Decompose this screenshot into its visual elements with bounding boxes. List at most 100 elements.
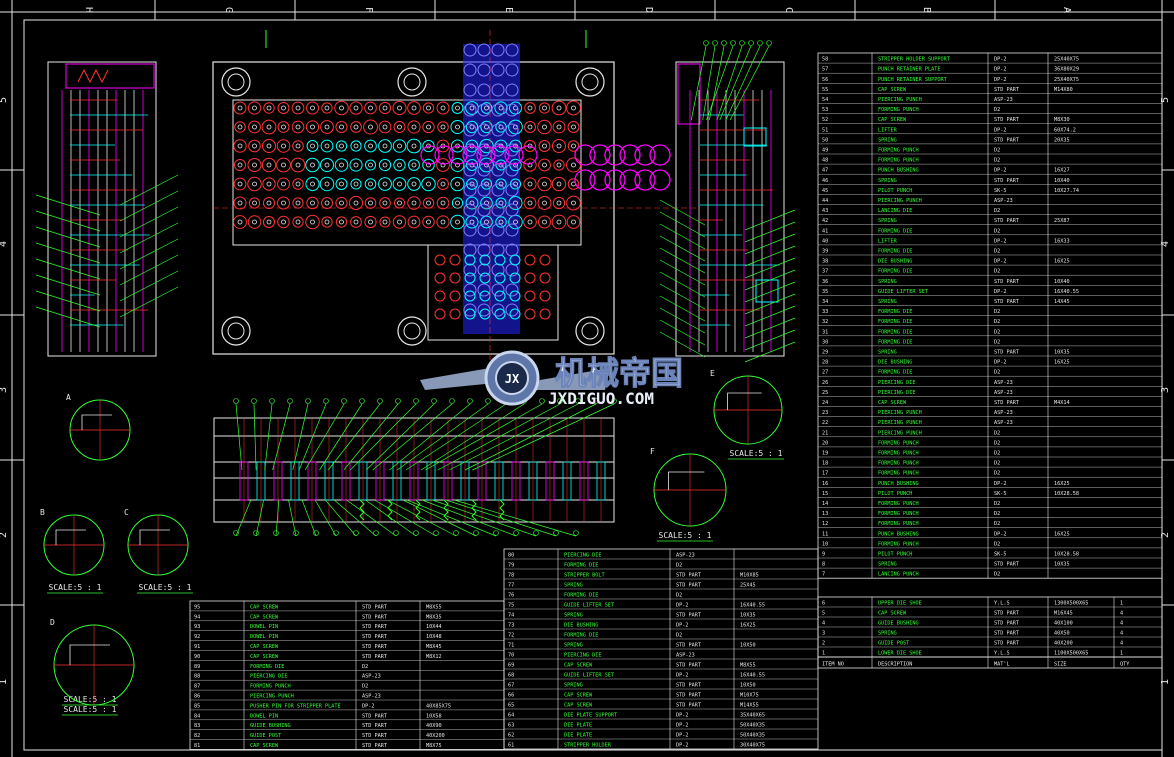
- bom-cell: SK-5: [994, 491, 1007, 497]
- bom-cell: M8X12: [426, 654, 442, 660]
- detail-letter: A: [66, 393, 71, 402]
- bom-cell: D2: [994, 511, 1000, 517]
- bom-cell: D2: [994, 148, 1000, 154]
- bom-cell: 50X40X35: [740, 723, 765, 729]
- bom-cell: STD PART: [994, 611, 1019, 617]
- bom-cell: SK-5: [994, 552, 1007, 558]
- bom-cell: DP-2: [676, 673, 689, 679]
- bom-cell: 11: [822, 531, 828, 537]
- bom-cell: STD PART: [994, 137, 1019, 143]
- bom-cell: STD PART: [362, 713, 387, 719]
- bom-cell: SPRING: [878, 137, 897, 143]
- bom-cell: 45: [822, 188, 828, 194]
- bom-cell: LOWER DIE SHOE: [878, 651, 922, 657]
- bom-cell: ASP-23: [994, 410, 1013, 416]
- bom-cell: ASP-23: [994, 97, 1013, 103]
- detail-scale: SCALE:5 : 1: [139, 583, 192, 592]
- bom-cell: 61: [508, 743, 514, 749]
- bom-cell: 10X28.58: [1054, 552, 1079, 558]
- bom-cell: D2: [994, 158, 1000, 164]
- bom-cell: 84: [194, 713, 200, 719]
- bom-cell: 4: [1120, 641, 1123, 647]
- bom-cell: 48: [822, 158, 828, 164]
- bom-cell: GUIDE POST: [878, 641, 909, 647]
- bom-cell: 51: [822, 127, 828, 133]
- bom-cell: DP-2: [994, 67, 1007, 73]
- bom-cell: STRIPPER HOLDER SUPPORT: [878, 57, 950, 63]
- bom-cell: GUIDE LIFTER SET: [564, 673, 614, 679]
- bom-cell: STD PART: [676, 703, 701, 709]
- bom-cell: D2: [994, 107, 1000, 113]
- bom-cell: PIERCING PUNCH: [878, 198, 922, 204]
- bom-cell: STD PART: [676, 663, 701, 669]
- bom-cell: PUNCH RETAINER SUPPORT: [878, 77, 947, 83]
- bom-cell: STD PART: [994, 562, 1019, 568]
- zone-label-top: H: [83, 7, 94, 13]
- zone-label-left: 2: [0, 532, 9, 538]
- bom-cell: 40X200: [1054, 641, 1073, 647]
- bom-cell: FORMING PUNCH: [878, 521, 919, 527]
- bom-cell: D2: [362, 684, 368, 690]
- bom-cell: 81: [194, 743, 200, 749]
- bom-cell: FORMING DIE: [878, 309, 912, 315]
- bom-cell: STD PART: [994, 117, 1019, 123]
- bom-cell: 40X200: [426, 733, 445, 739]
- bom-cell: 58: [822, 57, 828, 63]
- bom-cell: 25X40X75: [1054, 77, 1079, 83]
- zone-label-right: 1: [1160, 679, 1171, 685]
- bom-cell: CAP SCREW: [878, 611, 907, 617]
- bom-cell: DIE BUSHING: [564, 623, 598, 629]
- guide-post-hole-icon: [575, 67, 605, 97]
- bom-cell: STD PART: [994, 621, 1019, 627]
- detail-letter: F: [650, 447, 655, 456]
- bom-cell: 25X45: [740, 583, 756, 589]
- bom-cell: ASP-23: [676, 553, 695, 559]
- bom-cell: Y.L.S: [994, 601, 1010, 607]
- bom-cell: D2: [994, 329, 1000, 335]
- bom-cell: 54: [822, 97, 828, 103]
- bom-cell: 43: [822, 208, 828, 214]
- bom-cell: 14X45: [1054, 299, 1070, 305]
- bom-cell: PIERCING DIE: [250, 674, 287, 680]
- bom-cell: 30X40X75: [740, 743, 765, 749]
- bom-cell: 62: [508, 733, 514, 739]
- bom-cell: D2: [676, 563, 682, 569]
- bom-cell: 24: [822, 400, 828, 406]
- bom-cell: CAP SCREW: [564, 703, 593, 709]
- bom-cell: FORMING PUNCH: [878, 471, 919, 477]
- guide-post-hole-icon: [575, 316, 605, 346]
- bom-cell: 25: [822, 390, 828, 396]
- bom-cell: 75: [508, 603, 514, 609]
- bom-cell: MAT'L: [994, 662, 1010, 668]
- bom-cell: D2: [994, 208, 1000, 214]
- bom-cell: 16X25: [1054, 360, 1070, 366]
- detail-letter: D: [50, 618, 55, 627]
- bom-cell: 38: [822, 259, 828, 265]
- bom-cell: PIERCING PUNCH: [878, 97, 922, 103]
- bom-cell: D2: [994, 572, 1000, 578]
- bom-cell: CAP SCREW: [878, 400, 907, 406]
- bom-cell: CAP SCREW: [250, 644, 279, 650]
- bom-cell: SPRING: [878, 631, 897, 637]
- bom-cell: SPRING: [878, 279, 897, 285]
- bom-cell: GUIDE POST: [250, 733, 281, 739]
- bom-cell: STD PART: [676, 683, 701, 689]
- bom-cell: 17: [822, 471, 828, 477]
- bom-cell: 3: [822, 631, 825, 637]
- bom-cell: 93: [194, 624, 200, 630]
- bom-cell: STD PART: [994, 178, 1019, 184]
- bom-cell: GUIDE LIFTER SET: [878, 289, 928, 295]
- bom-cell: 67: [508, 683, 514, 689]
- bom-cell: STRIPPER BOLT: [564, 573, 605, 579]
- bom-cell: 86: [194, 694, 200, 700]
- detail-scale: SCALE:5 : 1: [49, 583, 102, 592]
- bom-cell: DP-2: [994, 168, 1007, 174]
- bom-cell: 16X33: [1054, 238, 1070, 244]
- bom-cell: SPRING: [564, 643, 583, 649]
- detail-scale: SCALE:5 : 1: [659, 531, 712, 540]
- bom-cell: DP-2: [676, 723, 689, 729]
- bom-cell: 16X25: [1054, 481, 1070, 487]
- bom-cell: DP-2: [676, 603, 689, 609]
- bom-cell: M14X80: [1054, 87, 1073, 93]
- bom-cell: 87: [194, 684, 200, 690]
